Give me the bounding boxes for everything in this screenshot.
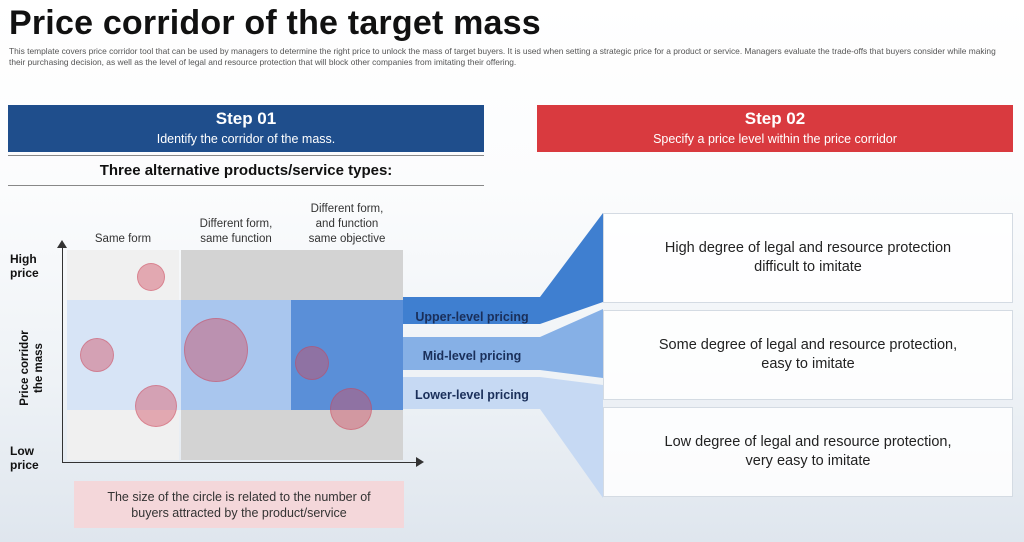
column-header-3-line3: same objective [308,233,386,245]
lower-fan-shape [402,377,603,498]
column-header-3-line2: and function [315,218,379,230]
column-header-1: Same form [67,232,179,247]
step-01-divider [8,155,484,156]
protection-low-line1: Low degree of legal and resource protect… [664,434,952,450]
column-header-3: Different form, and function same object… [291,202,403,247]
high-price-line1: High [10,252,37,266]
circle-size-note: The size of the circle is related to the… [74,481,404,528]
column-header-2-line1: Different form, [199,218,273,230]
protection-box-some: Some degree of legal and resource protec… [603,310,1013,400]
axis-label-line1: Price corridor [19,330,31,406]
note-line2: buyers attracted by the product/service [131,506,347,520]
column-header-1-text: Same form [94,233,152,245]
buyer-circle [295,346,329,380]
axis-label-line2: the mass [33,343,45,393]
mid-level-pricing-label: Mid-level pricing [422,349,522,363]
mid-fan-shape [402,309,603,378]
buyer-circle [80,338,114,372]
y-axis-arrow-icon [57,240,67,248]
page-title: Price corridor of the target mass [9,4,541,42]
step-02-heading: Step 02 [744,109,806,128]
column-header-3-line1: Different form, [310,203,384,215]
step-02-text: Specify a price level within the price c… [653,132,897,146]
protection-high-line2: difficult to imitate [754,259,862,275]
pricing-fan-graphic [402,213,603,498]
upper-fan-shape [402,213,603,324]
protection-box-high: High degree of legal and resource protec… [603,213,1013,303]
price-corridor-axis-label: Price corridor the mass [18,308,46,428]
low-price-line2: price [10,458,39,472]
step-01-text: Identify the corridor of the mass. [156,132,336,146]
buyer-circle [135,385,177,427]
column-header-2-line2: same function [200,233,272,245]
x-axis-line [62,462,417,463]
buyer-circle [330,388,372,430]
protection-high-line1: High degree of legal and resource protec… [664,240,952,256]
column-header-2: Different form, same function [181,217,291,247]
low-price-line1: Low [10,444,34,458]
x-axis-arrow-icon [416,457,424,467]
page-subtitle: This template covers price corridor tool… [9,46,996,67]
note-line1: The size of the circle is related to the… [107,490,371,504]
protection-box-low: Low degree of legal and resource protect… [603,407,1013,497]
step-01-heading: Step 01 [215,109,277,128]
high-price-line2: price [10,266,39,280]
low-price-label: Low price [10,444,39,472]
buyer-circle [137,263,165,291]
protection-low-line2: very easy to imitate [745,453,871,469]
y-axis-line [62,247,63,463]
types-divider [8,185,484,186]
types-heading: Three alternative products/service types… [99,162,393,179]
protection-some-line1: Some degree of legal and resource protec… [658,337,958,353]
high-price-label: High price [10,252,39,280]
upper-level-pricing-label: Upper-level pricing [415,310,529,324]
lower-level-pricing-label: Lower-level pricing [415,388,529,402]
step-02-banner: Step 02 Specify a price level within the… [537,105,1013,152]
step-01-banner: Step 01 Identify the corridor of the mas… [8,105,484,152]
buyer-circle [184,318,248,382]
protection-some-line2: easy to imitate [761,356,855,372]
